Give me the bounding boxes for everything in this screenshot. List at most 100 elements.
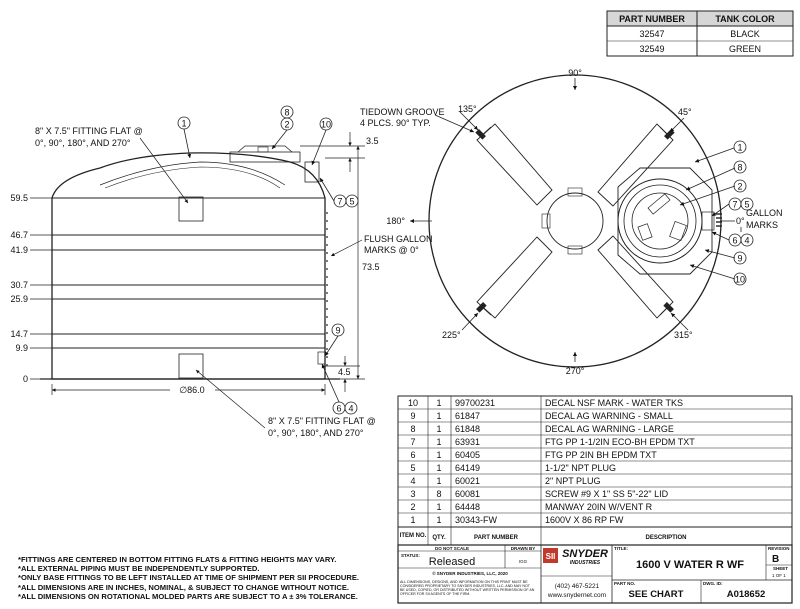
callout-number: 8 <box>284 108 289 118</box>
tiedown-grooves <box>475 129 675 313</box>
bom-cell: 1 <box>436 411 441 421</box>
bom-cell: FTG PP 1-1/2IN ECO-BH EPDM TXT <box>545 437 695 447</box>
side-view-height-labels <box>30 197 52 380</box>
angle-label: 270° <box>566 366 585 376</box>
bom-cell: 8 <box>436 489 441 499</box>
phone: (402) 467-5221 <box>555 583 600 590</box>
note-line: *ALL EXTERNAL PIPING MUST BE INDEPENDENT… <box>18 564 260 574</box>
angle-label: 225° <box>442 330 461 340</box>
bom-cell: 1 <box>436 437 441 447</box>
callout-number: 10 <box>321 120 331 130</box>
bom-cell: 2 <box>410 502 415 512</box>
bom-header: QTY. <box>432 535 446 541</box>
status-label: STATUS: <box>401 553 420 558</box>
angle-label: 0° <box>736 216 745 226</box>
bom-header: DESCRIPTION <box>645 535 686 541</box>
callout-number: 8 <box>737 163 742 173</box>
svg-text:SII: SII <box>546 552 556 561</box>
title-block <box>397 544 793 604</box>
fitting-flat-note-bottom: 0°, 90°, 180°, AND 270° <box>268 428 364 438</box>
height-label: 41.9 <box>10 245 28 255</box>
callout-number: 4 <box>348 404 353 414</box>
sheet-label: SHEET <box>773 566 788 571</box>
side-view-dimensions <box>51 132 365 395</box>
flush-gallon-note: MARKS @ 0° <box>364 245 419 255</box>
bom-cell: 63931 <box>455 437 480 447</box>
part-table-cell: GREEN <box>729 44 761 54</box>
bom-cell: 4 <box>410 476 415 486</box>
callout-number: 4 <box>744 236 749 246</box>
snyder-logo: SII SNYDER INDUSTRIES <box>543 548 608 566</box>
callout-number: 1 <box>737 143 742 153</box>
general-notes: *FITTINGS ARE CENTERED IN BOTTOM FITTING… <box>18 555 359 601</box>
bom-cell: 1 <box>436 515 441 525</box>
bom-cell: 1 <box>436 476 441 486</box>
bom-cell: 61847 <box>455 411 480 421</box>
bom-cell: 61848 <box>455 424 480 434</box>
height-label: 30.7 <box>10 280 28 290</box>
tiedown-note: TIEDOWN GROOVE <box>360 107 445 117</box>
note-line: *ONLY BASE FITTINGS TO BE LEFT INSTALLED… <box>18 573 360 583</box>
bom-cell: 1 <box>436 398 441 408</box>
leader-line <box>195 369 266 429</box>
bom-rows: 10 1 99700231 DECAL NSF MARK - WATER TKS… <box>400 398 696 541</box>
angle-label: 135° <box>458 104 477 114</box>
fitting-flat-note-top: 8" X 7.5" FITTING FLAT @ <box>35 126 143 136</box>
copyright: © SNYDER INDUSTRIES, LLC, 2020 <box>432 570 508 576</box>
fine-print: BE USED, COPIED, OR DISTRIBUTED WITHOUT … <box>400 588 535 592</box>
callout-number: 2 <box>737 182 742 192</box>
callout-number: 10 <box>735 275 745 285</box>
flush-gallon-note: FLUSH GALLON <box>364 234 433 244</box>
part-no-value: SEE CHART <box>629 589 684 600</box>
dim-top: 3.5 <box>366 136 379 146</box>
svg-text:SNYDER: SNYDER <box>562 548 608 560</box>
callout-number: 6 <box>336 404 341 414</box>
angle-label: 90° <box>568 68 582 78</box>
bom-cell: 5 <box>410 463 415 473</box>
title-label: TITLE: <box>614 546 628 551</box>
part-no-label: PART NO. <box>614 581 635 586</box>
angle-label: 45° <box>678 107 692 117</box>
side-view <box>40 145 340 380</box>
bom-cell: 1600V X 86 RP FW <box>545 515 624 525</box>
leader-line <box>330 239 363 257</box>
dim-total: 73.5 <box>362 262 380 272</box>
revision-label: REVISION <box>768 546 790 551</box>
bom-cell: 64448 <box>455 502 480 512</box>
callout-number: 1 <box>181 119 186 129</box>
fine-print: OFFICER FOR SII AGENTS OF THE FIRM. <box>400 592 470 596</box>
bom-cell: 1 <box>410 515 415 525</box>
fitting-flat-note-bottom: 8" X 7.5" FITTING FLAT @ <box>268 416 376 426</box>
drawn-by-value: IGG <box>519 559 528 564</box>
note-line: *ALL DIMENSIONS ON ROTATIONAL MOLDED PAR… <box>18 591 358 601</box>
top-callouts <box>728 140 754 286</box>
height-label: 0 <box>23 374 28 384</box>
callout-number: 2 <box>284 120 289 130</box>
dwg-id-value: A018652 <box>727 589 766 600</box>
top-view-leaders <box>410 78 742 362</box>
top-view <box>428 74 722 368</box>
gallon-mark-ticks <box>716 213 722 227</box>
bom-cell: DECAL NSF MARK - WATER TKS <box>545 398 683 408</box>
website: www.snydernet.com <box>547 592 606 599</box>
bom-cell: 3 <box>410 489 415 499</box>
callout-number: 6 <box>732 236 737 246</box>
angle-label: 315° <box>674 330 693 340</box>
status-value: Released <box>429 556 475 568</box>
height-label: 46.7 <box>10 230 28 240</box>
part-table-header-part: PART NUMBER <box>619 14 685 24</box>
sheet-value: 1 OF 1 <box>772 573 786 578</box>
bom-cell: DECAL AG WARNING - SMALL <box>545 411 673 421</box>
drawn-by-label: DRAWN BY <box>511 546 536 551</box>
do-not-scale: DO NOT SCALE <box>435 546 469 551</box>
tiedown-note: 4 PLCS. 90° TYP. <box>360 118 431 128</box>
height-label: 9.9 <box>15 343 28 353</box>
bom-cell: 30343-FW <box>455 515 498 525</box>
callout-number: 5 <box>349 197 354 207</box>
bom-cell: 99700231 <box>455 398 495 408</box>
svg-text:INDUSTRIES: INDUSTRIES <box>570 560 601 566</box>
bom-cell: FTG PP 2IN BH EPDM TXT <box>545 450 657 460</box>
bom-cell: 6 <box>410 450 415 460</box>
bom-cell: 1-1/2" NPT PLUG <box>545 463 616 473</box>
bom-cell: 8 <box>410 424 415 434</box>
